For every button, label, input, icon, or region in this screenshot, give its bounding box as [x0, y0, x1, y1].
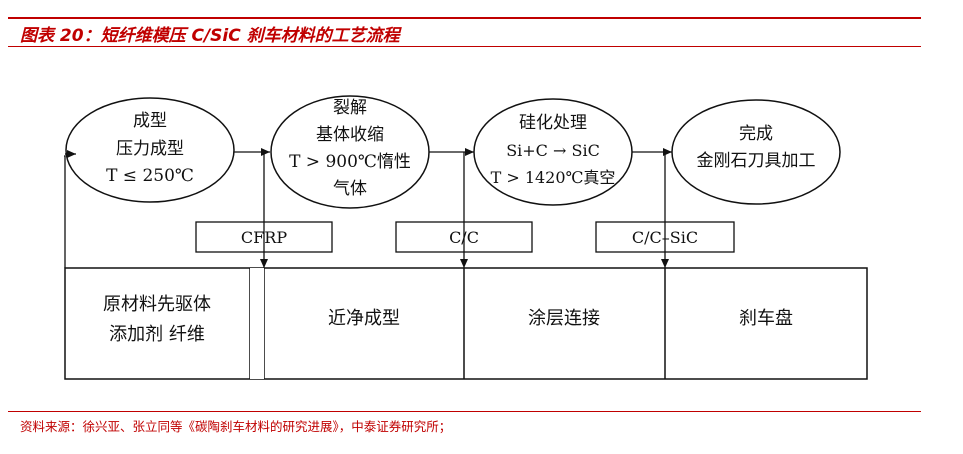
step2-line1: 裂解 [333, 98, 367, 118]
step4-line1: 完成 [739, 124, 773, 144]
source-note: 资料来源：徐兴亚、张立同等《碳陶刹车材料的研究进展》，中泰证券研究所； [20, 419, 452, 434]
figure-title: 图表 20：短纤维模压 C/SiC 刹车材料的工艺流程 [20, 26, 400, 46]
step1-line3: T ≤ 250℃ [106, 166, 194, 186]
step3-line1: 硅化处理 [519, 113, 587, 133]
step3-line2: Si+C → SiC [506, 141, 600, 160]
stage1-line2: 添加剂 纤维 [109, 324, 205, 345]
title-rule [8, 46, 921, 47]
bottom-rule [8, 411, 921, 412]
stage3-label: 涂层连接 [528, 308, 600, 329]
step1-line1: 成型 [133, 111, 167, 131]
step2-line4: 气体 [333, 179, 367, 199]
stage-row-frame [64, 267, 868, 380]
stage1-line1: 原材料先驱体 [103, 294, 211, 315]
top-rule [8, 17, 921, 19]
stage2-label: 近净成型 [328, 308, 400, 329]
step-ellipse-forming [65, 97, 235, 203]
step1-line2: 压力成型 [116, 139, 184, 159]
step2-line2: 基体收缩 [316, 125, 384, 145]
step3-line3: T > 1420℃真空 [491, 168, 616, 187]
stage4-label: 刹车盘 [739, 308, 793, 329]
step4-line2: 金刚石刀具加工 [697, 151, 816, 171]
feedback-line [64, 155, 66, 268]
step2-line3: T > 900℃惰性 [289, 152, 411, 172]
stage-gap [250, 268, 264, 379]
